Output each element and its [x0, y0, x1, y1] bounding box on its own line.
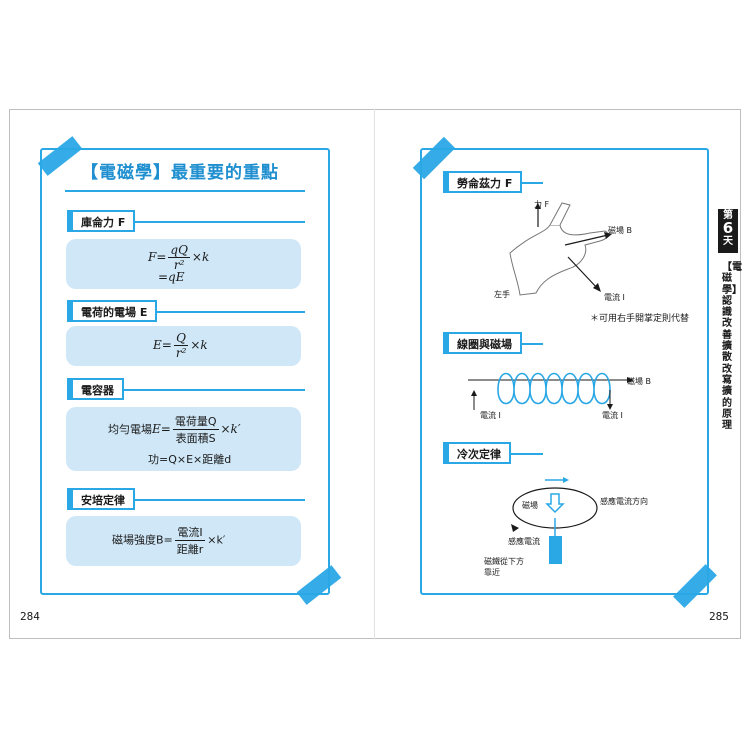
left-page-frame: [40, 148, 330, 595]
formula-box-coulomb: [66, 239, 301, 289]
fraction-denominator: 表面積S: [175, 432, 216, 445]
section-line: [67, 499, 305, 501]
day-tab: 第 6 天: [718, 209, 738, 253]
formula-ampere: 磁場強度B=電流I 距離r×k′: [112, 524, 225, 557]
formula-capacitor-line2: 功=Q×E×距離d: [148, 453, 232, 466]
section-heading-field: 電荷的電場 E: [67, 300, 158, 322]
page-number-right: 285: [709, 610, 729, 623]
section-line: [67, 311, 305, 313]
field-label: 磁場 B: [608, 226, 633, 235]
chapter-caption: 【電磁學】認識改善擴散改寫擴的原理: [722, 262, 742, 432]
formula-box-ampere: [66, 516, 301, 566]
lorentz-note: ＊可用右手開掌定則代替: [590, 314, 690, 324]
formula-coulomb-line2: =qE: [158, 270, 185, 284]
right-page-frame: [420, 148, 709, 595]
section-heading-coil: 線圈與磁場: [443, 332, 522, 354]
lenz-induced-direction: 感應電流方向: [600, 497, 648, 506]
formula-prefix: 磁場強度B=: [112, 533, 173, 547]
section-line: [67, 221, 305, 223]
left-hand-diagram: [509, 202, 612, 296]
formula-suffix: ×k: [190, 338, 208, 352]
formula-capacitor-line1: 均勻電場E=電荷量Q 表面積S ×k′: [108, 413, 241, 446]
fraction-denominator: 距離r: [176, 543, 204, 556]
day-number: 6: [722, 219, 734, 237]
book-gutter: [374, 109, 375, 639]
lenz-field-label: 磁場: [522, 501, 538, 510]
section-heading-capacitor: 電容器: [67, 378, 124, 400]
formula-prefix: E=: [153, 338, 172, 352]
coil-current-left: 電流 I: [480, 411, 501, 420]
section-heading-lenz: 冷次定律: [443, 442, 511, 464]
formula-box-capacitor: [66, 407, 301, 471]
fraction-numerator: Q: [173, 331, 189, 346]
formula-suffix: ×k′: [207, 533, 226, 547]
fraction-numerator: 電流I: [174, 524, 206, 541]
page-title: 【電磁學】最重要的重點: [81, 163, 279, 183]
formula-suffix: ×k′: [220, 422, 241, 436]
day-tab-suffix: 天: [723, 236, 733, 247]
lenz-diagram: [511, 477, 598, 564]
page-number-left: 284: [20, 610, 40, 623]
fraction-numerator: 電荷量Q: [172, 415, 219, 430]
hand-label: 左手: [494, 290, 510, 299]
fraction: 電荷量Q 表面積S: [172, 413, 219, 446]
coil-diagram: [468, 372, 634, 410]
coil-current-right: 電流 I: [602, 411, 623, 420]
title-underline: [65, 190, 305, 192]
section-heading-coulomb: 庫侖力 F: [67, 210, 136, 232]
fraction-denominator: r²: [175, 346, 187, 360]
section-heading-ampere: 安培定律: [67, 488, 135, 510]
lenz-magnet-line2: 靠近: [484, 568, 500, 577]
lenz-induced-current: 感應電流: [508, 537, 540, 546]
day-tab-prefix: 第: [723, 210, 733, 221]
formula-prefix: F=: [148, 250, 167, 264]
coil-field-label: 磁場 B: [627, 377, 652, 386]
formula-label: 均勻電場: [108, 423, 152, 436]
section-heading-lorentz: 勞侖茲力 F: [443, 171, 523, 193]
fraction: 電流I 距離r: [174, 524, 206, 557]
formula-prefix: E=: [152, 422, 171, 436]
lenz-magnet-line1: 磁鐵從下方: [484, 557, 524, 566]
fraction-denominator: r²: [173, 258, 185, 272]
current-label: 電流 I: [604, 293, 625, 302]
fraction-numerator: qQ: [168, 243, 190, 258]
section-line: [67, 389, 305, 391]
formula-box-field: [66, 326, 301, 366]
formula-suffix: ×k: [191, 250, 210, 264]
force-label: 力 F: [534, 200, 550, 209]
